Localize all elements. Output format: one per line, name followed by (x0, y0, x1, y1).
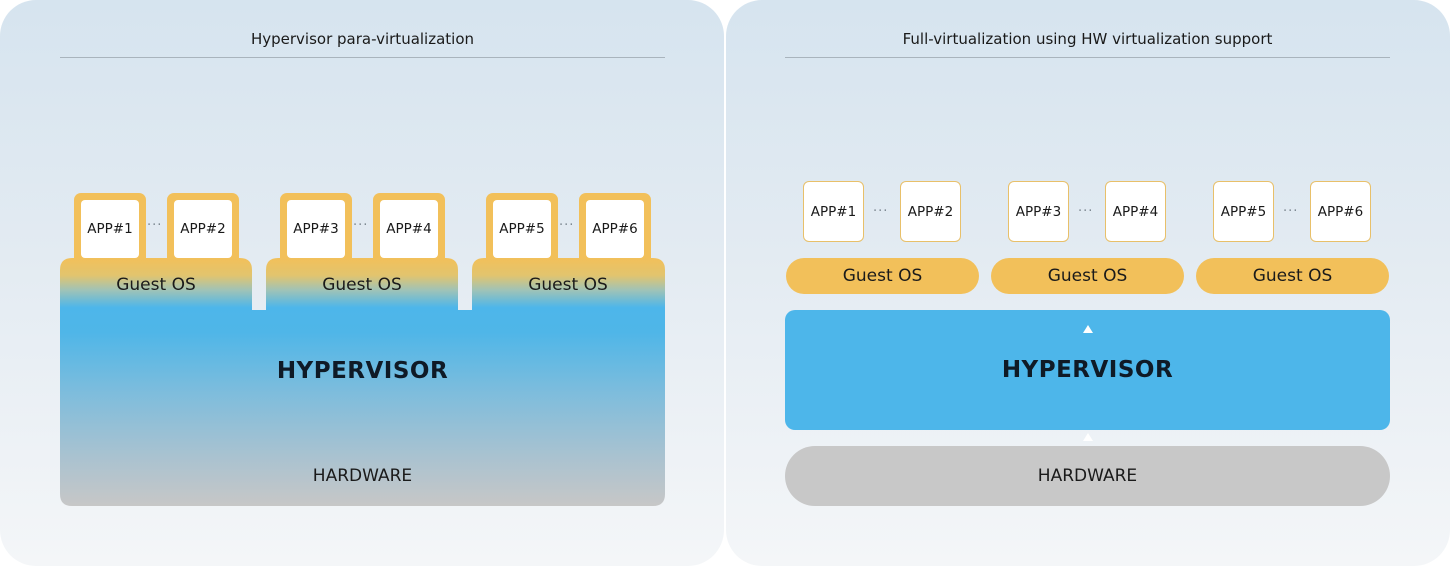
title-divider (60, 57, 665, 58)
app-box-3: APP#3 (1008, 181, 1069, 242)
app-box-6: APP#6 (579, 193, 651, 263)
hypervisor-label: HYPERVISOR (276, 358, 449, 384)
app-label: APP#3 (287, 200, 345, 258)
app-label: APP#5 (493, 200, 551, 258)
guest-os-block: Guest OS (1196, 258, 1389, 294)
app-box-6: APP#6 (1310, 181, 1371, 242)
app-box-4: APP#4 (1105, 181, 1166, 242)
guest-os-block: Guest OS (991, 258, 1184, 294)
para-virtualization-stack: Guest OS Guest OS Guest OS HYPERVISOR HA… (60, 258, 665, 506)
panel-title: Hypervisor para-virtualization (250, 30, 475, 48)
ellipsis: ··· (1283, 204, 1299, 219)
arrow-up-icon (1083, 325, 1093, 333)
app-box-5: APP#5 (1213, 181, 1274, 242)
para-virtualization-panel: Hypervisor para-virtualization APP#1 ···… (0, 0, 724, 566)
ellipsis: ··· (873, 204, 889, 219)
app-box-5: APP#5 (486, 193, 558, 263)
stack-shape (60, 258, 665, 506)
ellipsis: ··· (559, 218, 575, 233)
app-box-2: APP#2 (900, 181, 961, 242)
guest-os-block: Guest OS (786, 258, 979, 294)
hardware-label: HARDWARE (312, 466, 413, 486)
guest-os-label: Guest OS (528, 275, 608, 295)
ellipsis: ··· (147, 218, 163, 233)
app-box-1: APP#1 (74, 193, 146, 263)
app-label: APP#1 (81, 200, 139, 258)
guest-os-label: Guest OS (116, 275, 196, 295)
app-label: APP#4 (380, 200, 438, 258)
app-box-4: APP#4 (373, 193, 445, 263)
ellipsis: ··· (353, 218, 369, 233)
app-label: APP#2 (174, 200, 232, 258)
title-divider (785, 57, 1390, 58)
app-box-2: APP#2 (167, 193, 239, 263)
full-virtualization-panel: Full-virtualization using HW virtualizat… (726, 0, 1450, 566)
hardware-block: HARDWARE (785, 446, 1390, 506)
ellipsis: ··· (1078, 204, 1094, 219)
app-box-3: APP#3 (280, 193, 352, 263)
app-box-1: APP#1 (803, 181, 864, 242)
arrow-up-icon (1083, 433, 1093, 441)
panel-title: Full-virtualization using HW virtualizat… (902, 30, 1273, 48)
hypervisor-block: HYPERVISOR (785, 310, 1390, 430)
app-label: APP#6 (586, 200, 644, 258)
guest-os-label: Guest OS (322, 275, 402, 295)
